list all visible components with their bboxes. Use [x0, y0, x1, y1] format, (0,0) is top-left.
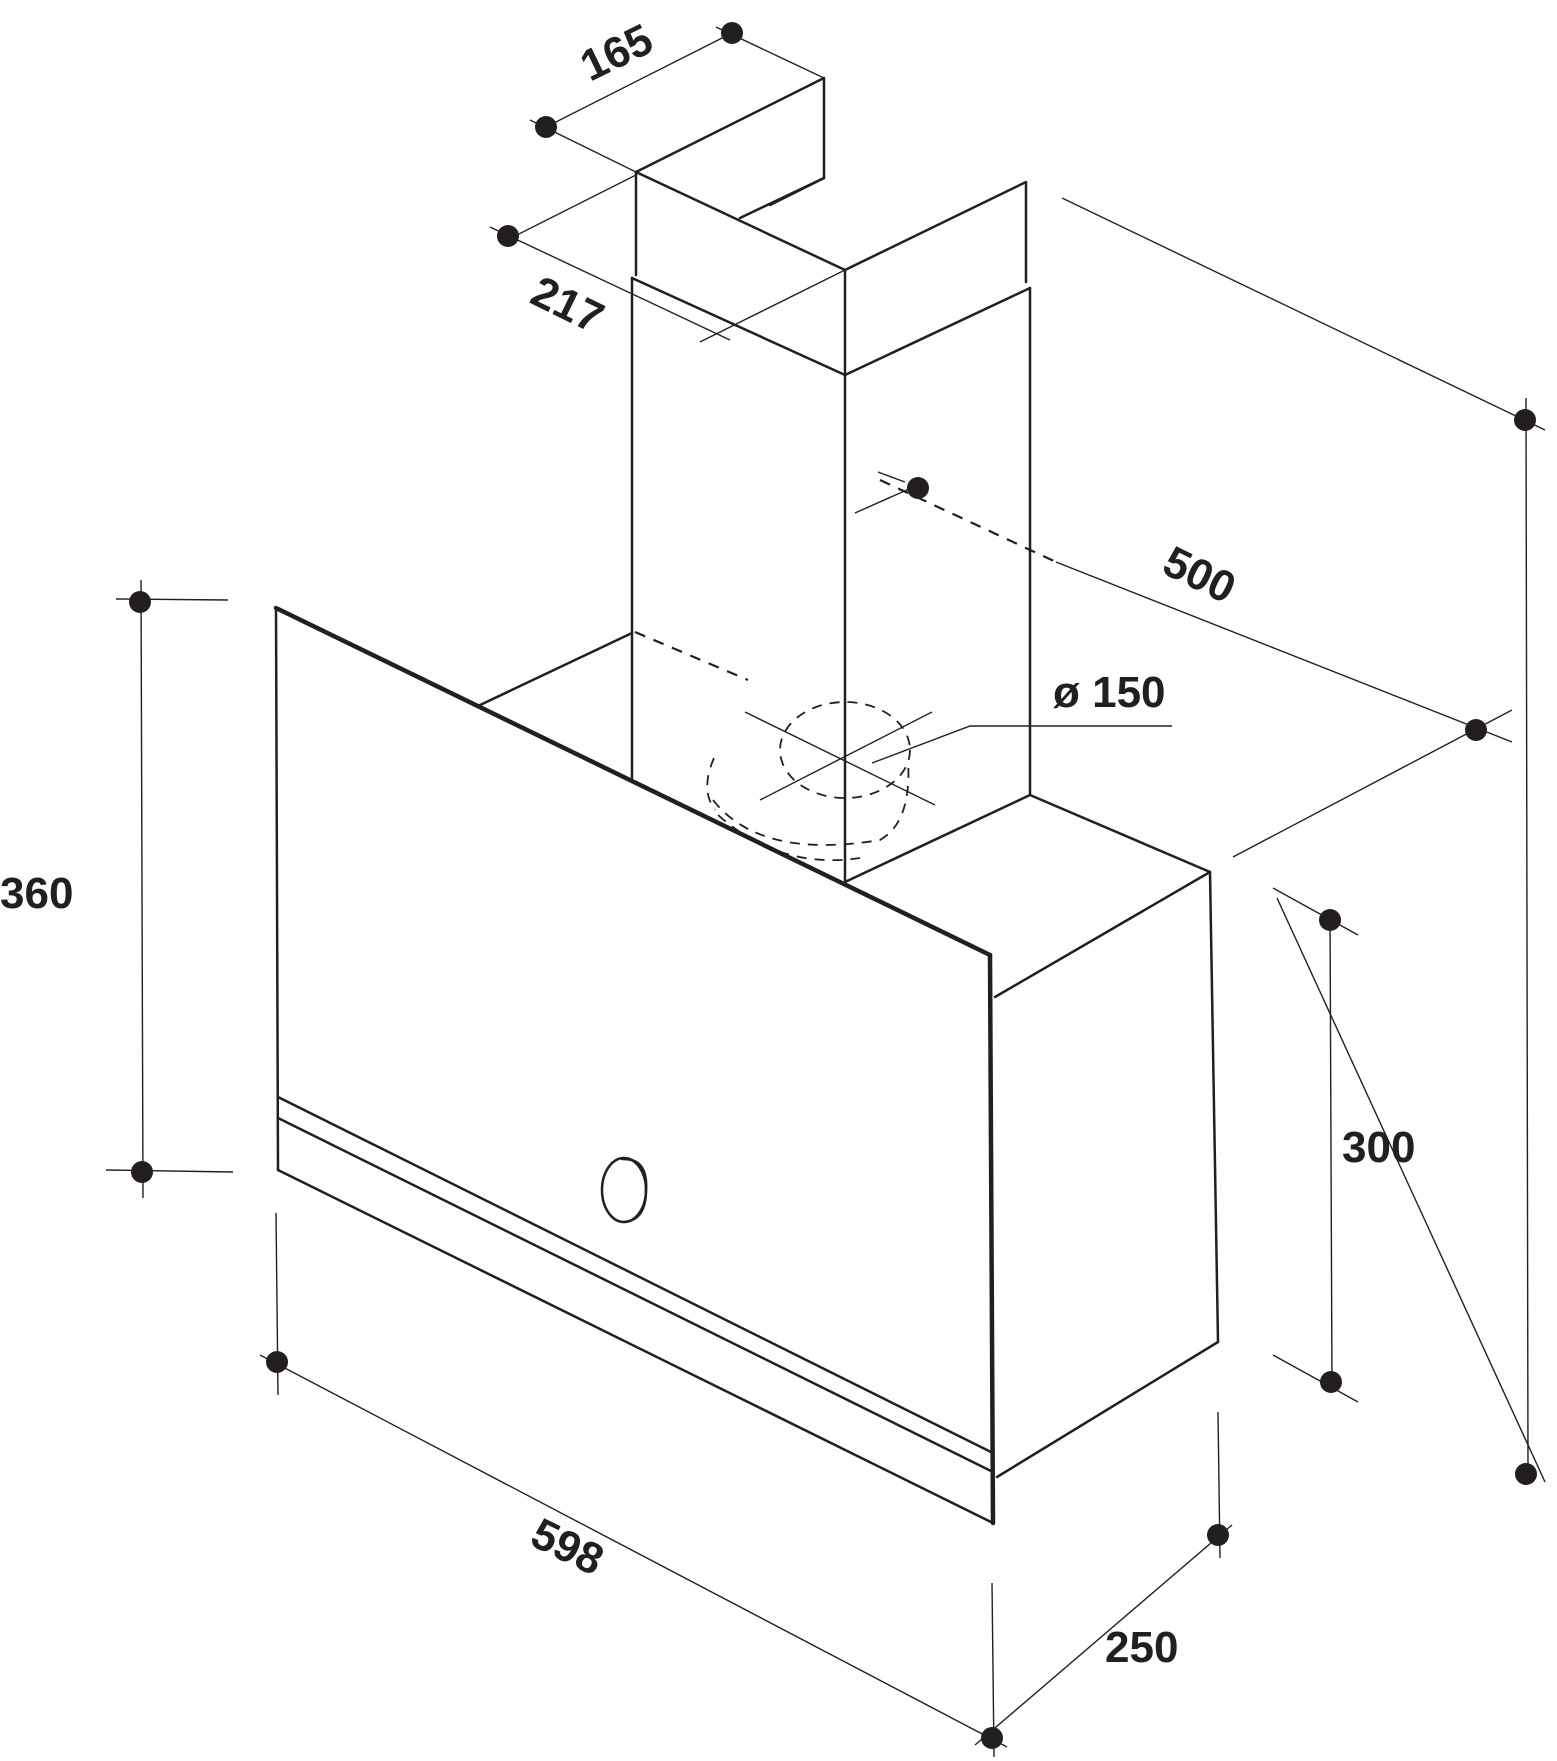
hood-body	[476, 631, 1220, 1479]
dimension-points	[129, 22, 1537, 1749]
label-outlet-diameter: ø 150	[1053, 668, 1166, 717]
dimension-labels: 165 217 500 ø 150 360 300 598 250	[0, 15, 1415, 1672]
outlet-hidden-lines	[706, 701, 936, 862]
label-chimney-width: 165	[573, 15, 660, 91]
control-knob	[600, 1156, 648, 1224]
label-depth: 250	[1105, 1623, 1178, 1672]
dimension-lines	[105, 26, 1546, 1758]
label-body-height: 300	[1342, 1123, 1415, 1172]
chimney	[630, 76, 1032, 882]
label-glass-height: 360	[0, 869, 73, 918]
glass-panel	[273, 605, 996, 1526]
label-width: 598	[524, 1509, 611, 1585]
label-total-height-depth: 500	[1156, 537, 1243, 613]
